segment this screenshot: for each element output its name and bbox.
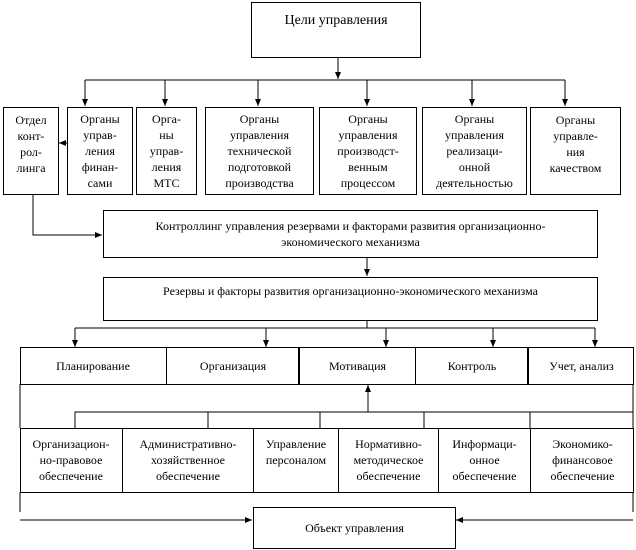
support-personnel: Управление персоналом bbox=[253, 428, 338, 493]
quality-management-box: Органы управле- ния качеством bbox=[530, 107, 621, 195]
support-information: Информаци- онное обеспечение bbox=[438, 428, 530, 493]
function-control: Контроль bbox=[415, 347, 528, 385]
controlling-department-box: Отдел конт- рол- линга bbox=[3, 107, 59, 195]
support-methodological: Нормативно- методическое обеспечение bbox=[338, 428, 438, 493]
function-organization: Организация bbox=[166, 347, 299, 385]
management-object-box: Объект управления bbox=[253, 507, 456, 549]
support-economic-financial: Экономико- финансовое обеспечение bbox=[530, 428, 634, 493]
functions-row bbox=[20, 347, 634, 385]
technical-preparation-box: Органы управления технической подготовко… bbox=[205, 107, 314, 195]
sales-activity-box: Органы управления реализаци- онной деяте… bbox=[422, 107, 527, 195]
production-process-box: Органы управления производст- венным про… bbox=[319, 107, 417, 195]
function-planning: Планирование bbox=[56, 359, 130, 373]
function-accounting-analysis: Учет, анализ bbox=[527, 347, 634, 385]
support-bracket bbox=[74, 411, 633, 428]
support-legal: Организацион- но-правовое обеспечение bbox=[32, 437, 110, 483]
controlling-box: Контроллинг управления резервами и факто… bbox=[103, 210, 598, 258]
function-motivation: Мотивация bbox=[298, 347, 415, 385]
support-administrative: Административно- хозяйственное обеспечен… bbox=[122, 428, 253, 493]
mts-management-box: Орга- ны управ- ления МТС bbox=[136, 107, 197, 195]
reserves-box: Резервы и факторы развития организационн… bbox=[103, 277, 598, 321]
controlling-dept-connector bbox=[32, 195, 102, 238]
goals-box: Цели управления bbox=[251, 2, 421, 58]
finance-management-box: Органы управ- ления финан- сами bbox=[67, 107, 133, 195]
